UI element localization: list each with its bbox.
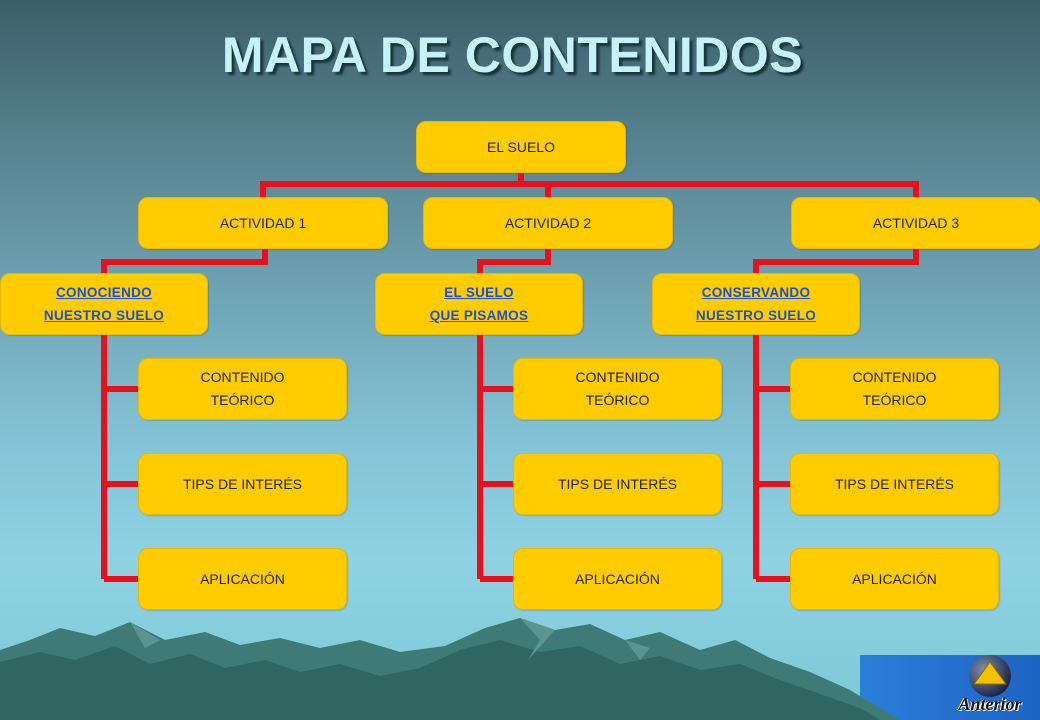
root-node-el-suelo: EL SUELO [416, 121, 626, 173]
anterior-button[interactable]: Anterior [950, 654, 1030, 718]
item-label: APLICACIÓN [200, 570, 285, 587]
item-label: TIPS DE INTERÉS [557, 475, 678, 492]
item-label: APLICACIÓN [852, 570, 937, 587]
link-el-suelo-que-pisamos[interactable]: EL SUELO QUE PISAMOS [375, 273, 583, 335]
connector-activity-3-link [753, 249, 919, 273]
item-label: CONTENIDO TEÓRICO [575, 369, 660, 408]
aplicacion-button[interactable]: APLICACIÓN [513, 548, 722, 610]
activity-label: ACTIVIDAD 1 [219, 214, 307, 231]
item-label: TIPS DE INTERÉS [182, 475, 303, 492]
item-label: TIPS DE INTERÉS [834, 475, 955, 492]
link-conservando-nuestro-suelo[interactable]: CONSERVANDO NUESTRO SUELO [652, 273, 860, 335]
tips-de-interes-button[interactable]: TIPS DE INTERÉS [513, 453, 722, 515]
activity-label: ACTIVIDAD 3 [872, 214, 960, 231]
activity-3-node: ACTIVIDAD 3 [791, 197, 1040, 249]
link-label[interactable]: EL SUELO QUE PISAMOS [429, 285, 529, 323]
root-node-label: EL SUELO [487, 138, 555, 155]
contenido-teorico-button[interactable]: CONTENIDO TEÓRICO [790, 358, 999, 420]
item-label: CONTENIDO TEÓRICO [200, 369, 285, 408]
connector-activity-bar [260, 181, 919, 197]
link-label[interactable]: CONSERVANDO NUESTRO SUELO [695, 285, 817, 323]
anterior-label[interactable]: Anterior [958, 694, 1022, 714]
activity-2-node: ACTIVIDAD 2 [423, 197, 673, 249]
connector-activity-1-link [101, 249, 268, 273]
activity-1-node: ACTIVIDAD 1 [138, 197, 388, 249]
aplicacion-button[interactable]: APLICACIÓN [138, 548, 347, 610]
page-title: MAPA DE CONTENIDOS [221, 27, 804, 83]
connector-activity-2-link [477, 249, 551, 273]
link-label[interactable]: CONOCIENDO NUESTRO SUELO [43, 285, 165, 323]
contenido-teorico-button[interactable]: CONTENIDO TEÓRICO [138, 358, 347, 420]
contenido-teorico-button[interactable]: CONTENIDO TEÓRICO [513, 358, 722, 420]
tips-de-interes-button[interactable]: TIPS DE INTERÉS [790, 453, 999, 515]
link-conociendo-nuestro-suelo[interactable]: CONOCIENDO NUESTRO SUELO [0, 273, 208, 335]
item-label: APLICACIÓN [575, 570, 660, 587]
activity-label: ACTIVIDAD 2 [504, 214, 592, 231]
tips-de-interes-button[interactable]: TIPS DE INTERÉS [138, 453, 347, 515]
globe-triangle-icon [969, 655, 1011, 697]
item-label: CONTENIDO TEÓRICO [852, 369, 937, 408]
aplicacion-button[interactable]: APLICACIÓN [790, 548, 999, 610]
